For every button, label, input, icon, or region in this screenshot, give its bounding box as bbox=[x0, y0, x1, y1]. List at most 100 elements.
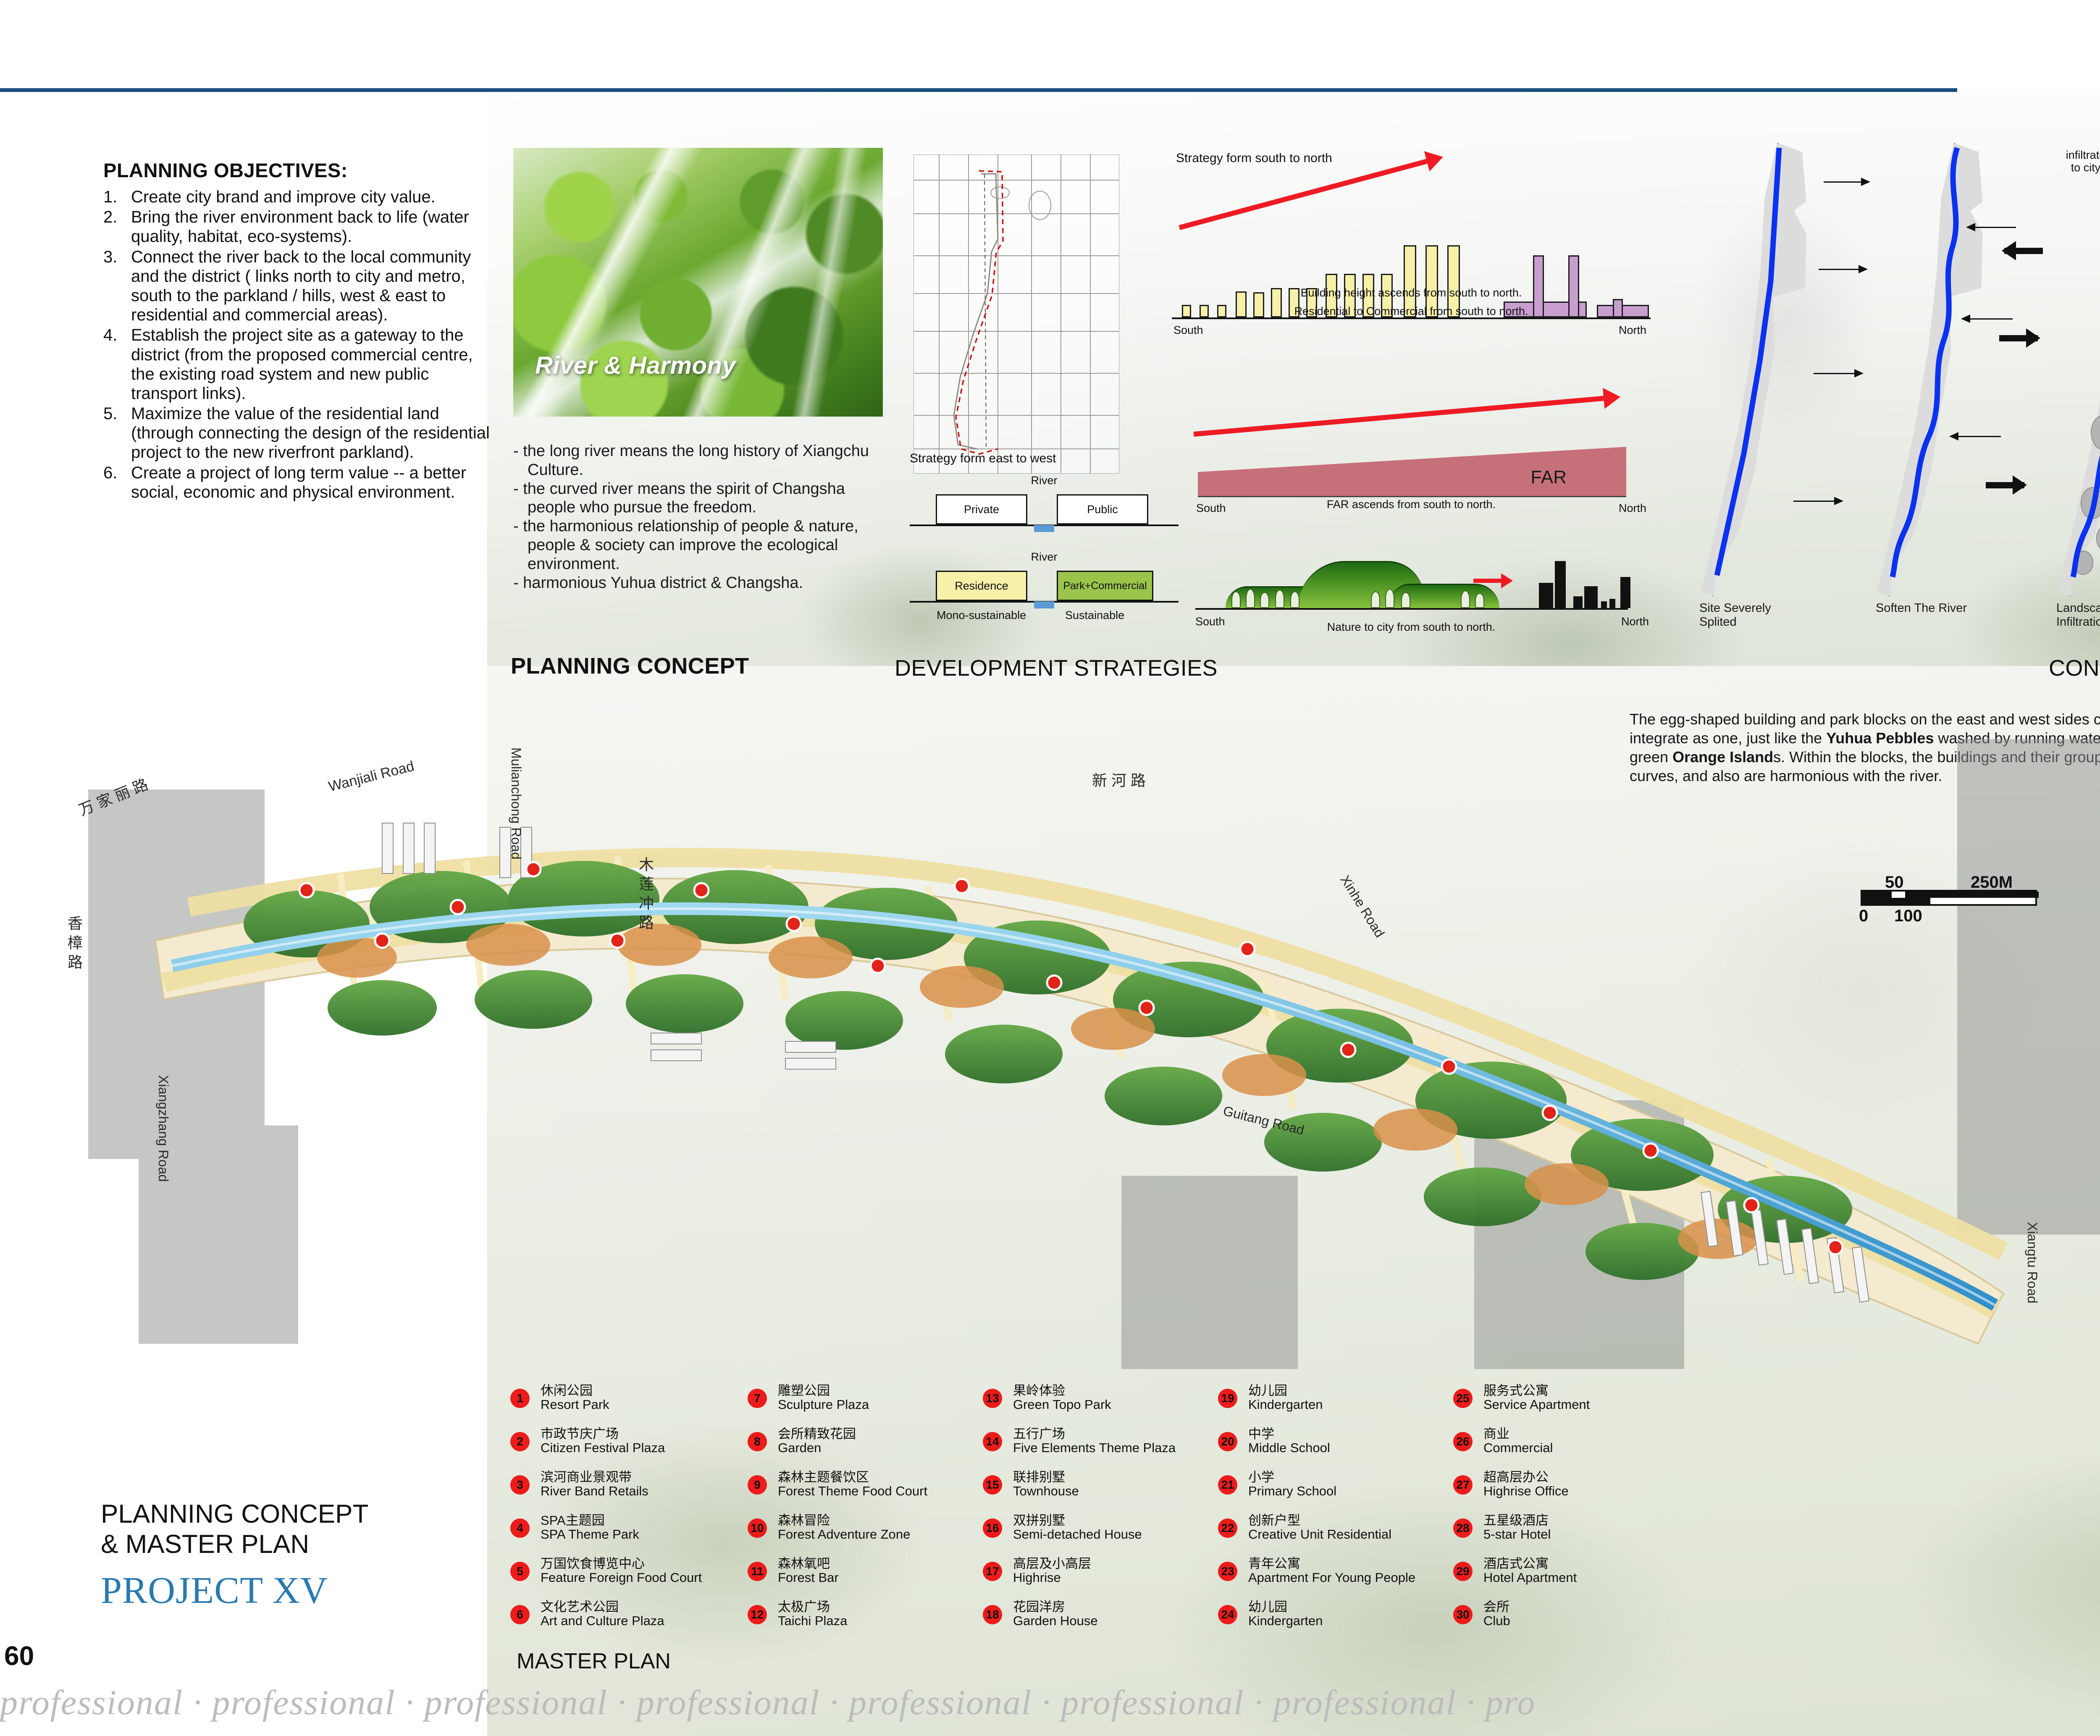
tree-icon bbox=[1371, 591, 1380, 608]
legend-number: 8 bbox=[748, 1432, 767, 1451]
ew-sub-mono: Mono-sustainable bbox=[937, 609, 1026, 621]
chart-note-2: Residential to Commercial from south to … bbox=[1294, 305, 1528, 317]
cn-road-label-mulianchong: 木 莲 冲 路 bbox=[637, 857, 654, 930]
legend-number: 17 bbox=[983, 1562, 1002, 1581]
legend-number: 9 bbox=[748, 1475, 767, 1495]
scale-bottom-ticks: 0 100 bbox=[1859, 906, 2037, 925]
concept-step-caption: Soften The River bbox=[1876, 601, 1967, 615]
legend-number: 11 bbox=[748, 1562, 767, 1581]
chart-far: FAR South North FAR ascends from south t… bbox=[1172, 394, 1651, 514]
legend-number: 19 bbox=[1218, 1389, 1237, 1408]
bar-commercial-tower bbox=[1568, 255, 1579, 317]
flow-arrow-right bbox=[1819, 265, 1868, 273]
bar-residential bbox=[1447, 245, 1460, 317]
scale-tick-50: 50 bbox=[1885, 873, 1904, 892]
objective-item: 3.Connect the river back to the local co… bbox=[103, 247, 471, 325]
objective-item: 4.Establish the project site as a gatewa… bbox=[103, 326, 473, 403]
bar-residential bbox=[1182, 305, 1191, 317]
concept-step-landscape-infiltration: infiltrate to city Landscape Infiltratio… bbox=[1986, 143, 2100, 629]
ew-box-residence: Residence bbox=[936, 571, 1027, 601]
header-rule bbox=[0, 88, 1957, 92]
concept-step-caption: Landscape Infiltration bbox=[2056, 601, 2100, 629]
planning-objectives: PLANNING OBJECTIVES: 1.Create city brand… bbox=[103, 159, 496, 503]
infiltrate-to-city-label: infiltrate to city bbox=[2066, 149, 2100, 174]
legend-number: 28 bbox=[1453, 1518, 1473, 1538]
infiltration-arrow-right bbox=[1986, 475, 2027, 495]
river-highlight bbox=[172, 907, 1996, 1306]
axis-label-south: South bbox=[1173, 324, 1203, 336]
chart-title: Strategy form south to north bbox=[1176, 151, 1332, 165]
scale-bar-graphic bbox=[1861, 890, 2039, 906]
legend-number: 7 bbox=[748, 1389, 767, 1408]
bar-residential bbox=[1381, 274, 1393, 317]
ew-river-label: River bbox=[1031, 474, 1058, 487]
objective-item: 6.Create a project of long term value --… bbox=[103, 463, 467, 501]
flow-arrow-left bbox=[1949, 432, 2001, 441]
waterfall-streaks bbox=[513, 148, 883, 417]
objective-item: 5.Maximize the value of the residential … bbox=[103, 404, 490, 462]
bar-commercial-podium bbox=[1597, 305, 1649, 317]
bar-residential bbox=[1289, 288, 1299, 317]
legend-number: 16 bbox=[983, 1518, 1002, 1538]
bar-residential bbox=[1236, 291, 1247, 317]
nature-to-city-arrow bbox=[1473, 573, 1513, 588]
master-plan-svg bbox=[88, 739, 2100, 1369]
road-label-mulianchong: Mulianchong Road bbox=[509, 747, 524, 860]
chart-baseline bbox=[1172, 317, 1651, 319]
far-axis-south: South bbox=[1196, 502, 1226, 514]
bar-residential bbox=[1306, 288, 1317, 317]
city-block bbox=[1620, 577, 1630, 608]
city-block bbox=[1573, 596, 1583, 608]
bar-residential bbox=[1344, 274, 1356, 317]
road-label-xiangtu: Xiangtu Road bbox=[2025, 1222, 2040, 1303]
nature-axis-south: South bbox=[1195, 615, 1225, 628]
flow-arrow-right bbox=[1824, 178, 1870, 186]
flow-arrow-right bbox=[1814, 369, 1864, 378]
road-label-xiangzhang: Xiangzhang Road bbox=[156, 1075, 171, 1182]
tree-icon bbox=[1461, 590, 1470, 608]
tree-icon bbox=[1246, 589, 1255, 608]
plan-marker-dots bbox=[298, 861, 1844, 1256]
tree-icon bbox=[1290, 591, 1299, 608]
bar-residential bbox=[1404, 245, 1416, 317]
legend-number: 22 bbox=[1218, 1518, 1237, 1538]
flow-arrow-left bbox=[1961, 315, 2013, 323]
objective-item: 2.Bring the river environment back to li… bbox=[103, 208, 469, 246]
legend-number: 24 bbox=[1218, 1605, 1237, 1624]
section-title-planning-concept: PLANNING CONCEPT bbox=[511, 653, 749, 679]
bar-residential bbox=[1362, 274, 1374, 317]
legend-number: 4 bbox=[510, 1518, 530, 1538]
site-location-linework bbox=[914, 155, 1119, 473]
chart-note-1: Building height ascends from south to no… bbox=[1300, 286, 1522, 299]
trend-arrow-up bbox=[1179, 155, 1440, 230]
legend-number: 23 bbox=[1218, 1562, 1237, 1581]
tree-icon bbox=[1231, 591, 1241, 608]
planning-objectives-title: PLANNING OBJECTIVES: bbox=[103, 159, 348, 181]
flow-arrow-right bbox=[1793, 497, 1843, 505]
ew-row-private-public: River Private Public bbox=[910, 474, 1179, 532]
infiltration-arrow-left bbox=[2002, 241, 2043, 260]
legend-number: 12 bbox=[748, 1605, 767, 1624]
legend-number: 13 bbox=[983, 1389, 1002, 1408]
section-title-development-strategies: DEVELOPMENT STRATEGIES bbox=[895, 656, 1218, 681]
legend-number: 18 bbox=[983, 1605, 1002, 1624]
